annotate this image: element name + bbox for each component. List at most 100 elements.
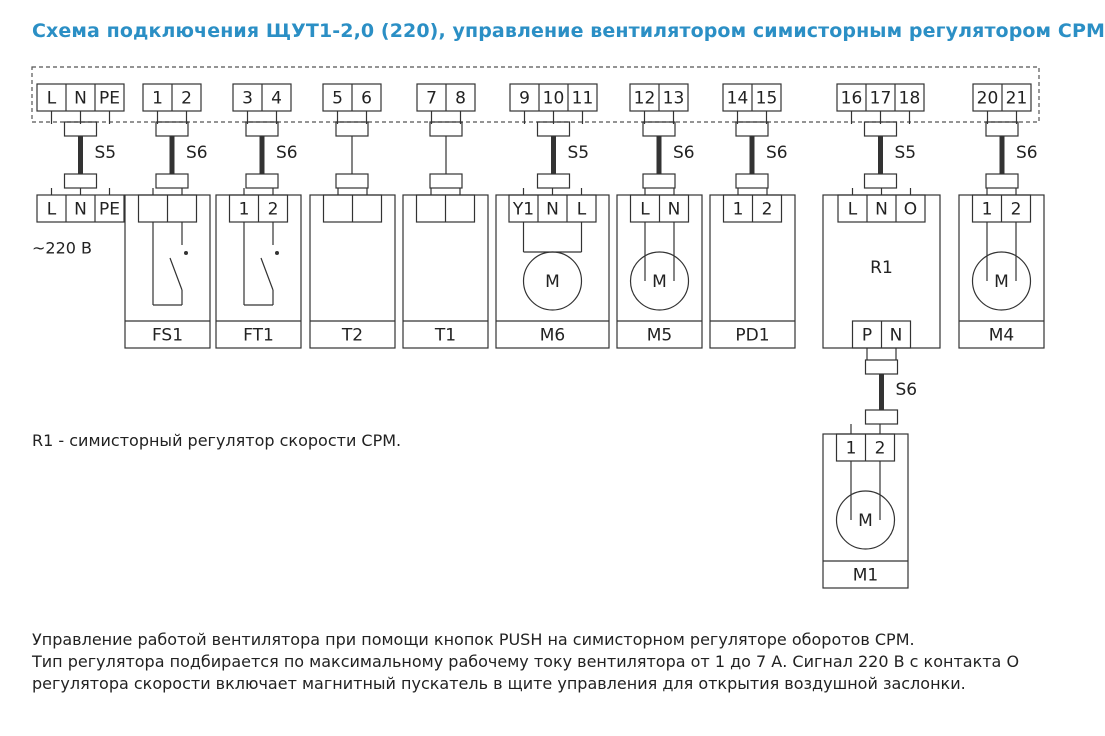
device-name: T1 (434, 326, 456, 346)
description-line: Тип регулятора подбирается по максимальн… (32, 652, 1020, 671)
device-terminal-block-label: N (546, 200, 559, 220)
terminal-block-label: 12 (634, 89, 656, 109)
cable-gland (245, 121, 279, 137)
device-terminal-block-label: 2 (762, 200, 773, 220)
supply-terminal-block-label: N (74, 200, 87, 220)
terminal-block-label: PE (99, 89, 120, 109)
cable-gland (536, 173, 571, 189)
cable-gland (245, 173, 279, 189)
cable-gland (155, 121, 189, 137)
device-name: FS1 (152, 326, 183, 346)
terminal-block-label: 17 (870, 89, 892, 109)
device-terminal-block-label: N (875, 200, 888, 220)
motor-label: M (994, 272, 1009, 292)
device-terminal-block-label: N (668, 200, 681, 220)
cable-gland (429, 121, 463, 137)
device-terminal-block-label: O (904, 200, 917, 220)
terminal-block-label: 8 (455, 89, 466, 109)
switch-icon (275, 251, 279, 255)
device-name: PD1 (735, 326, 769, 346)
description: Управление работой вентилятора при помощ… (32, 629, 1019, 695)
device-name: T2 (341, 326, 363, 346)
terminal-block-label: 1 (152, 89, 163, 109)
cable-gland (985, 173, 1019, 189)
supply-terminal-block (36, 194, 125, 223)
device-terminal-block-label: 2 (1011, 200, 1022, 220)
terminal-block-label: 4 (271, 89, 282, 109)
description-line: Управление работой вентилятора при помощ… (32, 630, 915, 649)
motor-label: M (858, 511, 873, 531)
switch-icon (184, 251, 188, 255)
cable-label: S5 (895, 143, 917, 163)
terminal-block-label: 6 (361, 89, 372, 109)
motor-icon (629, 251, 690, 311)
terminal-block-label: L (47, 89, 57, 109)
terminal-block-label: 10 (543, 89, 565, 109)
terminal-block-label: 11 (572, 89, 594, 109)
terminal-block-label: 14 (727, 89, 749, 109)
device-terminal-block-label: L (640, 200, 650, 220)
cable-label: S6 (186, 143, 208, 163)
terminal-block-label: 2 (181, 89, 192, 109)
device-name: M5 (647, 326, 672, 346)
device-terminal-block-label: 2 (268, 200, 279, 220)
cable-gland (536, 121, 571, 137)
terminal-strip-enclosure (31, 66, 1040, 123)
device-terminal-block-label: 1 (982, 200, 993, 220)
cable-gland (642, 121, 676, 137)
terminal-block-label: 5 (332, 89, 343, 109)
terminal-block-label: N (74, 89, 87, 109)
cable-label: S6 (276, 143, 298, 163)
cable-label: S5 (95, 143, 117, 163)
r1-output-terminal-block-label: P (862, 326, 872, 346)
supply-voltage-label: ~220 В (32, 239, 92, 258)
supply-terminal-block-label: PE (99, 200, 120, 220)
terminal-block-label: 3 (242, 89, 253, 109)
r1-output-terminal-block-label: N (890, 326, 903, 346)
terminal-block-label: 15 (756, 89, 778, 109)
device-terminal-block-label: 1 (846, 439, 857, 459)
cable-gland (863, 121, 898, 137)
motor-label: M (545, 272, 560, 292)
cable-gland (63, 173, 98, 189)
switch-icon (169, 257, 183, 291)
motor-icon (835, 490, 896, 550)
device-terminal-block-label: L (577, 200, 587, 220)
terminal-block-label: 21 (1006, 89, 1028, 109)
cable-gland (63, 121, 98, 137)
terminal-block-label: 18 (899, 89, 921, 109)
device-terminal-block-label: Y1 (512, 200, 534, 220)
terminal-block-label: 20 (977, 89, 999, 109)
terminal-block-label: 9 (519, 89, 530, 109)
device-name: M6 (540, 326, 565, 346)
device-name: FT1 (243, 326, 274, 346)
switch-icon (260, 257, 274, 291)
motor-icon (971, 251, 1032, 311)
device-terminal-block-label: 1 (239, 200, 250, 220)
cable-gland (864, 409, 899, 425)
cable-gland (155, 173, 189, 189)
terminal-block-label: 13 (663, 89, 685, 109)
device-terminal-block-label: 2 (875, 439, 886, 459)
cable-gland (985, 121, 1019, 137)
cable-gland (863, 173, 898, 189)
terminal-block-label: 7 (426, 89, 437, 109)
motor-label: M (652, 272, 667, 292)
device-terminal-block-label: L (848, 200, 858, 220)
cable-gland (335, 173, 369, 189)
terminal-block-label: 16 (841, 89, 863, 109)
device-name: M4 (989, 326, 1014, 346)
cable-label: S6 (1016, 143, 1038, 163)
cable-gland (735, 173, 769, 189)
page-title: Схема подключения ЩУТ1-2,0 (220), управл… (32, 20, 1105, 42)
device-name: M1 (853, 566, 878, 586)
cable-gland (429, 173, 463, 189)
cable-gland (335, 121, 369, 137)
cable-gland (735, 121, 769, 137)
cable-label: S6 (896, 380, 918, 400)
cable-label: S6 (766, 143, 788, 163)
cable-label: S6 (673, 143, 695, 163)
device-terminal-block-label: 1 (733, 200, 744, 220)
cable-label: S5 (568, 143, 590, 163)
